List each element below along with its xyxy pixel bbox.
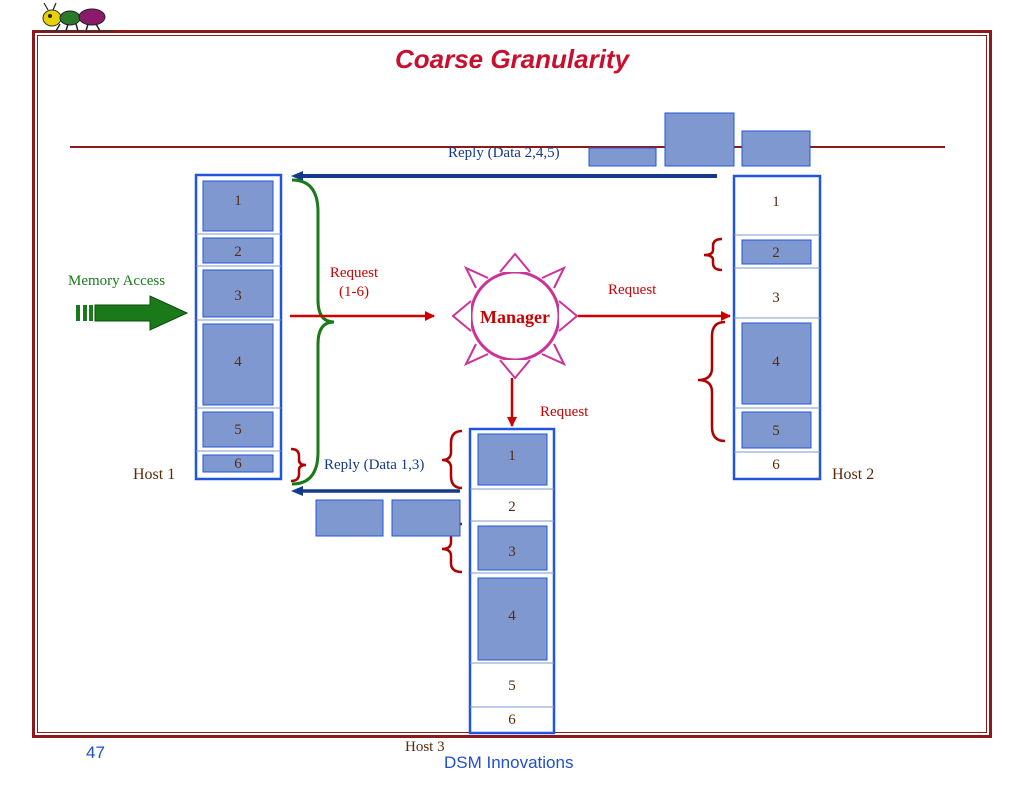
slide-title: Coarse Granularity xyxy=(394,44,630,74)
host1-block-3-label: 3 xyxy=(234,288,242,304)
host2-block-2-label: 2 xyxy=(772,245,780,261)
host1-block-2 xyxy=(202,237,274,264)
footer-brand: DSM Innovations xyxy=(444,753,574,772)
host1-block-6 xyxy=(202,454,274,473)
reply-packets-host3 xyxy=(315,499,461,537)
ant-logo-icon xyxy=(40,2,116,32)
host1-block-4-label: 4 xyxy=(234,354,242,370)
host2-block-4-label: 4 xyxy=(772,354,780,370)
host2-block-4 xyxy=(741,322,812,405)
host3-block-4 xyxy=(477,577,548,661)
host3-block-3-label: 3 xyxy=(508,544,516,560)
host2-memory xyxy=(732,174,822,481)
host1-block-5-label: 5 xyxy=(234,422,242,438)
host2-block-5 xyxy=(741,411,812,449)
host2-block-3-label: 3 xyxy=(772,290,780,306)
host3-memory xyxy=(468,427,556,735)
host1-block-3 xyxy=(202,269,274,318)
red-brace-host2-block2-icon xyxy=(703,237,723,272)
host1-label: Host 1 xyxy=(133,466,175,483)
host3-block-1-label: 1 xyxy=(508,448,516,464)
host2-block-6-label: 6 xyxy=(772,457,780,473)
reply-data-245-label: Reply (Data 2,4,5) xyxy=(448,145,560,161)
host3-block-6-label: 6 xyxy=(508,712,516,728)
request-1-6-label-line2: (1-6) xyxy=(339,284,369,300)
host3-block-2-label: 2 xyxy=(508,499,516,515)
request-to-host2-label: Request xyxy=(608,282,657,298)
manager-node xyxy=(451,252,579,380)
host2-label: Host 2 xyxy=(832,466,874,483)
red-brace-host2-block45-icon xyxy=(697,320,726,443)
red-brace-host1-block6-icon xyxy=(290,447,307,483)
host1-block-6-label: 6 xyxy=(234,456,242,472)
red-brace-host3-block1-icon xyxy=(441,429,463,490)
request-1-6-label-line1: Request xyxy=(330,265,379,281)
memory-access-label: Memory Access xyxy=(68,273,165,289)
host2-block-1-label: 1 xyxy=(772,194,780,210)
host1-block-1-label: 1 xyxy=(234,193,242,209)
host3-block-1 xyxy=(477,433,548,486)
host1-block-4 xyxy=(202,323,274,406)
host1-block-2-label: 2 xyxy=(234,244,242,260)
manager-label: Manager xyxy=(480,307,550,327)
memory-access-arrow-icon xyxy=(76,295,189,331)
request-to-host3-label: Request xyxy=(540,404,589,420)
host3-label: Host 3 xyxy=(405,739,445,755)
host3-block-5-label: 5 xyxy=(508,678,516,694)
reply-data-13-label: Reply (Data 1,3) xyxy=(324,457,424,473)
host1-block-1 xyxy=(202,180,274,232)
reply-packets-host2 xyxy=(588,112,811,167)
host1-block-5 xyxy=(202,411,274,448)
page-number: 47 xyxy=(86,743,105,762)
slide-frame-outer xyxy=(32,30,992,738)
host1-memory xyxy=(194,173,283,481)
host3-block-3 xyxy=(477,525,548,571)
host2-block-5-label: 5 xyxy=(772,423,780,439)
green-brace-icon xyxy=(291,178,335,486)
host3-block-4-label: 4 xyxy=(508,608,516,624)
host2-block-2 xyxy=(741,239,812,265)
